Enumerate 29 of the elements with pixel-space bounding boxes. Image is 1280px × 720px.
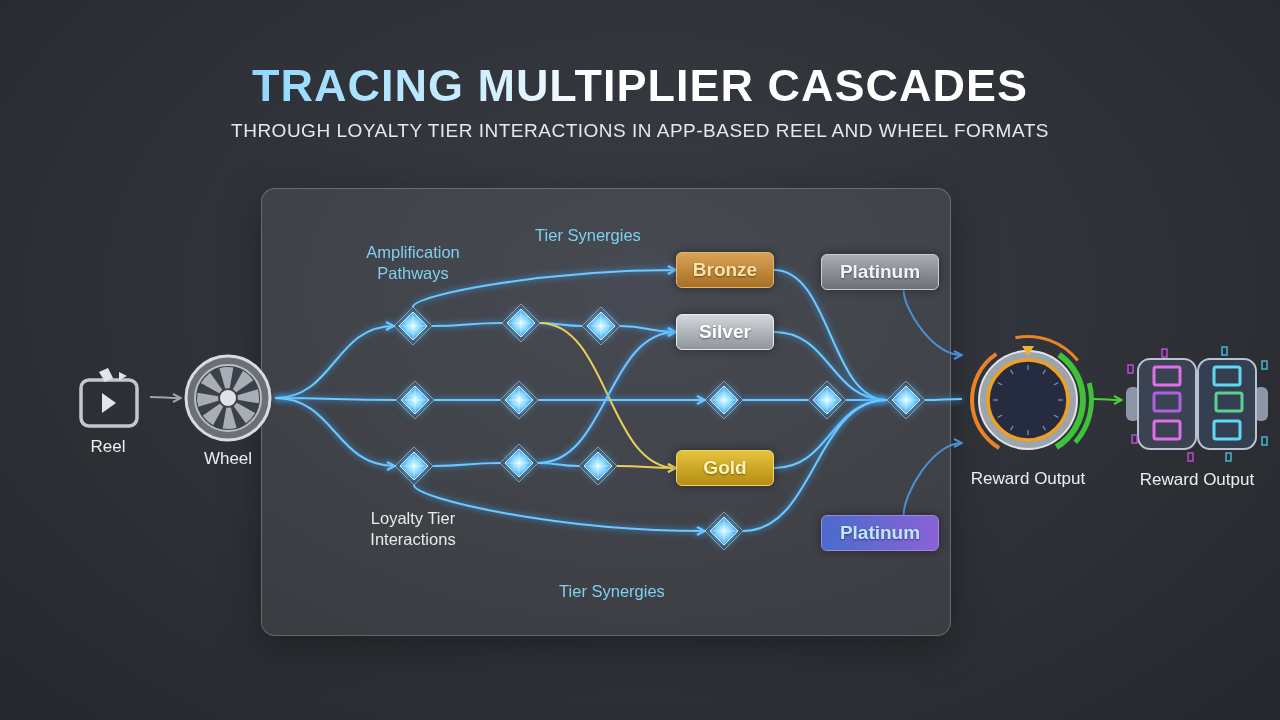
connector-line — [742, 399, 809, 401]
connector-line — [433, 399, 501, 401]
connector-line — [431, 322, 503, 327]
arrow — [413, 484, 706, 536]
tier-badge: Silver — [676, 314, 774, 350]
annotation-label: Tier Synergies — [558, 581, 666, 602]
arrow — [902, 289, 963, 359]
arrow — [274, 397, 396, 471]
node-label: Wheel — [203, 448, 253, 470]
connector-line — [432, 462, 501, 467]
annotation-label: Tier Synergies — [534, 225, 642, 246]
tier-badge: Bronze — [676, 252, 774, 288]
annotation-label: Amplification Pathways — [365, 242, 461, 285]
arrow — [902, 439, 963, 516]
annotation-label: Loyalty Tier Interactions — [369, 508, 457, 551]
connector-line — [742, 399, 888, 532]
panel-card — [261, 188, 951, 636]
arrow — [537, 395, 706, 405]
tier-badge: Platinum — [821, 254, 939, 290]
subtitle: THROUGH LOYALTY TIER INTERACTIONS IN APP-BASED REEL AND WHEEL FORMATS — [230, 120, 1050, 142]
node-label: Reward Output — [1139, 469, 1255, 491]
arrow — [1093, 394, 1123, 405]
arrow — [149, 392, 182, 403]
node-label: Reward Output — [970, 468, 1086, 490]
connector-line — [924, 398, 963, 401]
tier-badge: Platinum — [821, 515, 939, 551]
tier-badge: Gold — [676, 450, 774, 486]
node-label: Reel — [90, 436, 126, 458]
arrow — [412, 265, 677, 308]
